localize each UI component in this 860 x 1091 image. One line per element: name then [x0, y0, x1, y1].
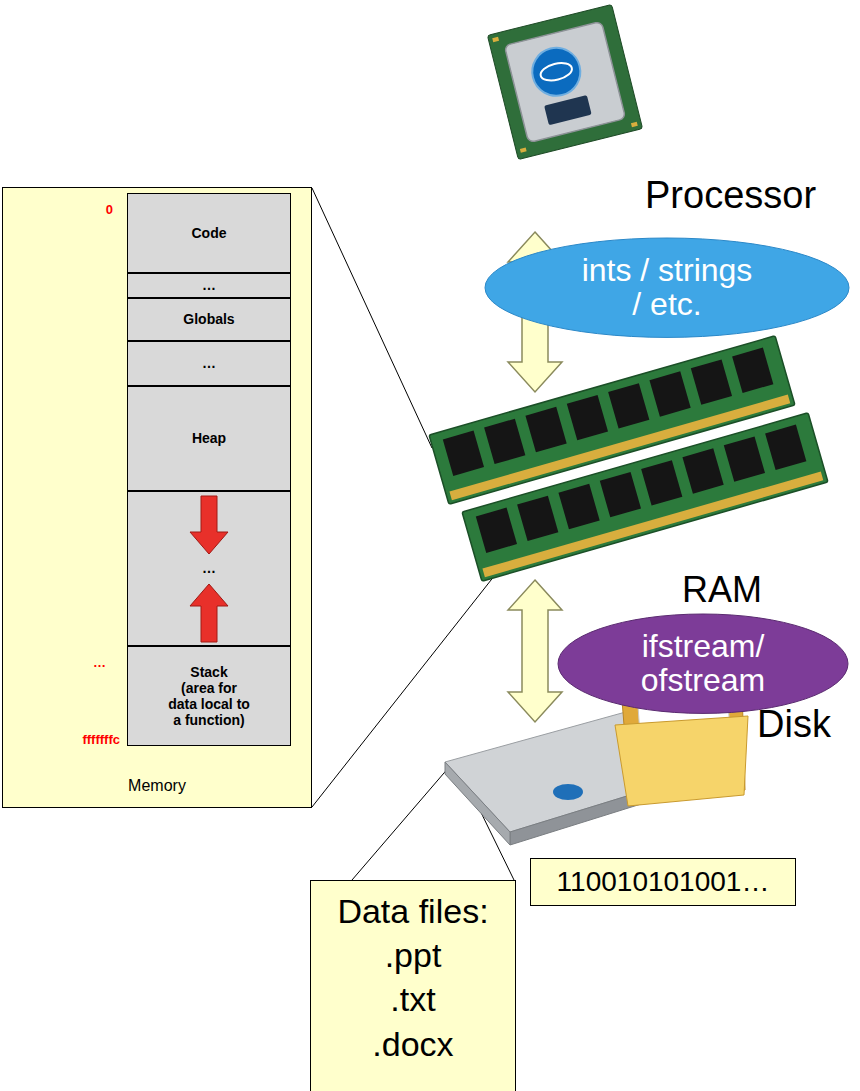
callout-text: Data files: — [337, 889, 488, 933]
address-label: … — [93, 656, 106, 669]
ssd-logo — [553, 784, 583, 800]
address-label: fffffffc — [82, 733, 120, 746]
ram-chip — [682, 448, 723, 493]
stream-ellipse-shape — [558, 614, 848, 713]
segment-label: Stack — [190, 664, 227, 680]
leader-line — [352, 766, 450, 880]
data-files-callout: Data files:.ppt .txt .docx — [310, 880, 516, 1091]
cpu-heat-spreader — [504, 21, 625, 142]
ellipse-label: ifstream/ ofstream — [633, 630, 773, 697]
component-label: RAM — [682, 572, 762, 608]
panel-caption: Memory — [128, 777, 186, 795]
component-label: Disk — [757, 705, 831, 743]
ram-chip — [517, 496, 558, 541]
ellipse-label: ints / strings / etc. — [577, 254, 757, 321]
segment-label: Heap — [192, 430, 226, 446]
ram-chip — [691, 359, 732, 404]
ram-chip — [641, 460, 682, 505]
stream-ellipse: ifstream/ ofstream — [557, 613, 849, 714]
stack-segment: Stack(area for data local to a function) — [127, 646, 291, 746]
ram-chip — [443, 431, 484, 476]
free-segment: … — [127, 491, 291, 646]
segment-label: Code — [192, 225, 227, 241]
memory-panel: Memory Code … Globals … Heap … Stack(area for … — [2, 187, 312, 808]
ram-chip — [476, 508, 517, 553]
ram-chip — [525, 407, 566, 452]
address-label: 0 — [106, 203, 113, 216]
data-type-ellipse: ints / strings / etc. — [484, 237, 850, 338]
ram-board — [462, 413, 828, 581]
binary-text: 110010101001… — [557, 866, 770, 898]
stack-growth-arrow — [190, 584, 228, 642]
callout-text: .ppt .txt .docx — [366, 933, 461, 1066]
cpu-badge — [544, 95, 592, 125]
heap-growth-arrow — [190, 496, 228, 554]
ssd-side — [445, 762, 510, 845]
ram-chip — [484, 419, 525, 464]
cpu-contact — [492, 37, 499, 42]
ram-chip — [600, 472, 641, 517]
ram-chip — [732, 348, 773, 393]
gap-segment: … — [127, 341, 291, 386]
folder-front — [615, 716, 748, 806]
code-segment: Code — [127, 193, 291, 273]
cpu-logo-swoosh — [539, 60, 574, 83]
component-label: Processor — [645, 176, 816, 214]
segment-label: … — [202, 355, 216, 371]
ram-chip — [567, 395, 608, 440]
cpu-board — [487, 4, 642, 159]
segment-label: … — [202, 277, 216, 293]
ram-chip — [724, 436, 765, 481]
globals-segment: Globals — [127, 298, 291, 341]
cpu-logo — [527, 43, 585, 101]
cpu-contact — [631, 122, 638, 127]
segment-label: Globals — [183, 311, 234, 327]
ram-stick — [462, 413, 828, 581]
ram-chip — [765, 425, 806, 470]
ram-chip — [649, 371, 690, 416]
ram-chip — [558, 484, 599, 529]
cpu-chip — [487, 4, 642, 159]
heap-segment: Heap — [127, 386, 291, 491]
gap-segment: … — [127, 273, 291, 298]
data-type-ellipse-shape — [485, 238, 849, 337]
segment-label: … — [202, 560, 216, 576]
binary-box: 110010101001… — [530, 858, 796, 906]
ram-chip — [608, 383, 649, 428]
cpu-contact — [520, 147, 527, 152]
segment-label: (area for data local to a function) — [167, 680, 252, 728]
ram-contacts — [482, 472, 823, 578]
double-arrow — [508, 580, 562, 722]
leader-line — [312, 188, 432, 448]
